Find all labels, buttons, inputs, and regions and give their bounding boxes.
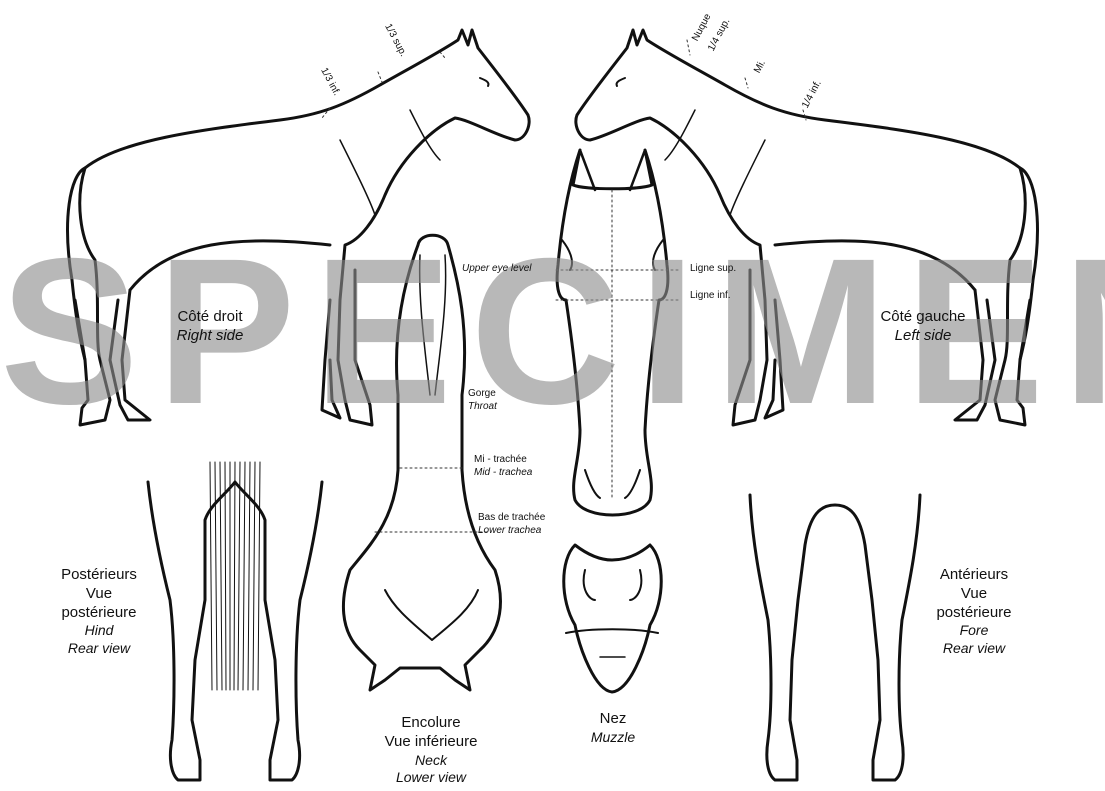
neck-title-fr1: Encolure <box>361 714 501 733</box>
muzzle-label-fr: Nez <box>575 710 651 729</box>
neck-title-fr2: Vue inférieure <box>361 733 501 752</box>
throat-label-fr: Gorge <box>468 388 497 401</box>
right-side-label-fr: Côté droit <box>160 308 260 327</box>
left-side-label-fr: Côté gauche <box>868 308 978 327</box>
hind-label-fr3: postérieure <box>40 604 158 623</box>
neck-title-en1: Neck <box>361 752 501 770</box>
hind-legs-rear-view-drawing <box>148 462 322 780</box>
fore-label-fr3: postérieure <box>915 604 1033 623</box>
lower-trachea-label-en: Lower trachea <box>478 525 545 538</box>
upper-eye-level-label: Upper eye level <box>462 263 531 276</box>
hind-label-fr1: Postérieurs <box>40 566 158 585</box>
lower-trachea-label: Bas de trachée Lower trachea <box>478 512 545 537</box>
lower-trachea-label-fr: Bas de trachée <box>478 512 545 525</box>
throat-label-en: Throat <box>468 401 497 414</box>
muzzle-label-en: Muzzle <box>575 729 651 747</box>
upper-line-label: Ligne sup. <box>690 263 736 276</box>
fore-label-en2: Rear view <box>915 640 1033 658</box>
hind-label-fr2: Vue <box>40 585 158 604</box>
hind-label: Postérieurs Vue postérieure Hind Rear vi… <box>40 566 158 657</box>
lower-line-label: Ligne inf. <box>690 290 731 303</box>
mid-trachea-label: Mi - trachée Mid - trachea <box>474 454 532 479</box>
fore-label-fr1: Antérieurs <box>915 566 1033 585</box>
fore-legs-rear-view-drawing <box>750 495 920 780</box>
neck-title: Encolure Vue inférieure Neck Lower view <box>361 714 501 787</box>
muzzle-label: Nez Muzzle <box>575 710 651 746</box>
mid-trachea-label-en: Mid - trachea <box>474 467 532 480</box>
left-side-label: Côté gauche Left side <box>868 308 978 346</box>
hind-label-en2: Rear view <box>40 640 158 658</box>
throat-label: Gorge Throat <box>468 388 497 413</box>
hind-label-en1: Hind <box>40 622 158 640</box>
neck-title-en2: Lower view <box>361 769 501 787</box>
left-side-label-en: Left side <box>868 327 978 346</box>
right-side-label-en: Right side <box>160 327 260 346</box>
muzzle-drawing <box>564 545 662 692</box>
right-side-label: Côté droit Right side <box>160 308 260 346</box>
fore-label-fr2: Vue <box>915 585 1033 604</box>
fore-label: Antérieurs Vue postérieure Fore Rear vie… <box>915 566 1033 657</box>
fore-label-en1: Fore <box>915 622 1033 640</box>
mid-trachea-label-fr: Mi - trachée <box>474 454 532 467</box>
